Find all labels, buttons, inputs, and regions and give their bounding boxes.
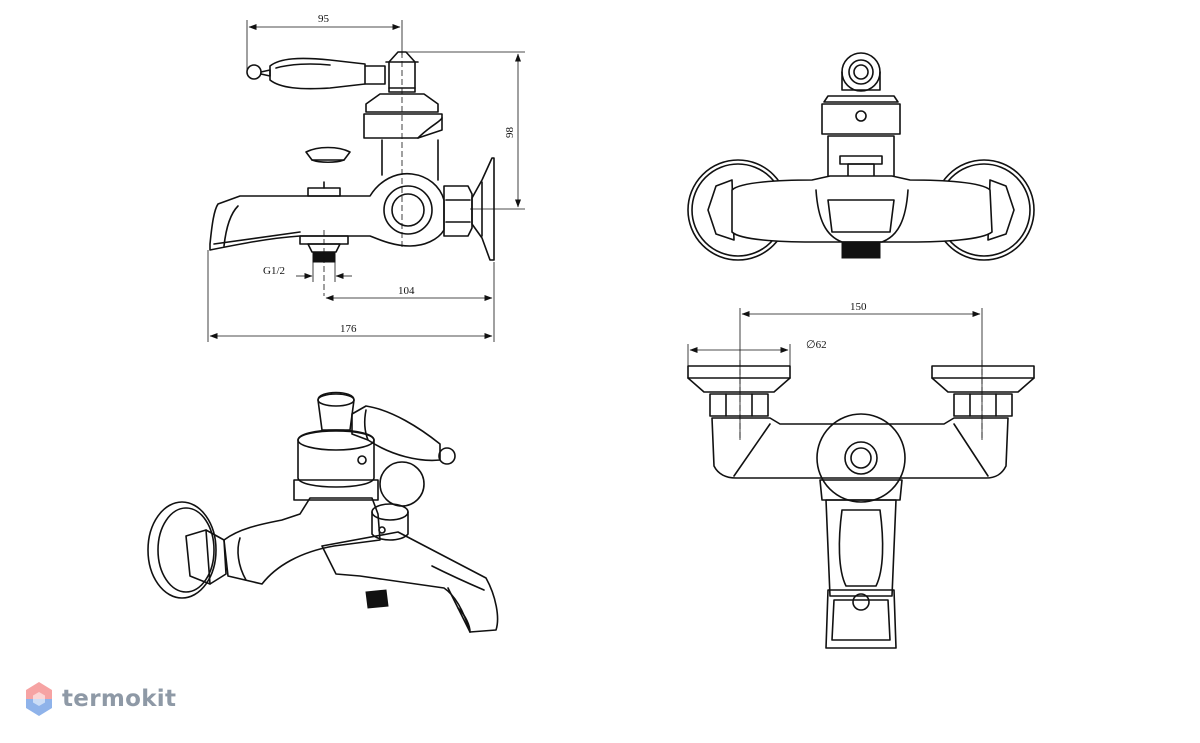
top-view: 150 ∅62 — [687, 301, 1035, 649]
perspective-view — [147, 391, 499, 633]
dim-104-label: 104 — [398, 285, 415, 297]
logo: termokit — [24, 681, 176, 717]
dim-150-label: 150 — [850, 301, 867, 313]
side-view: 95 98 — [207, 13, 525, 342]
logo-text: termokit — [62, 686, 177, 712]
dim-98-label: 98 — [504, 127, 516, 139]
front-view — [687, 52, 1035, 261]
dim-95-label: 95 — [318, 13, 330, 25]
hexagon-logo-icon — [26, 682, 52, 716]
dim-176-label: 176 — [340, 323, 357, 335]
dim-d62-label: ∅62 — [806, 339, 827, 351]
dim-g12-label: G1/2 — [263, 265, 285, 277]
